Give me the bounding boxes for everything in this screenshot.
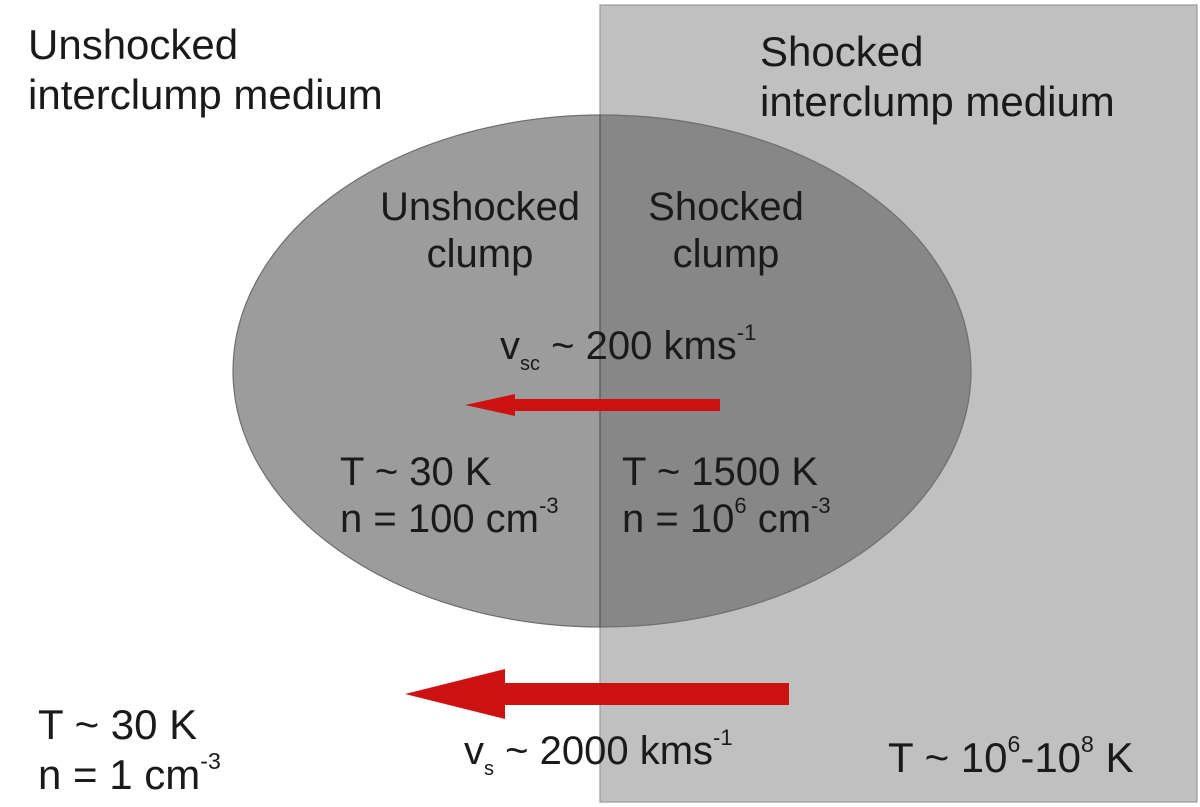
shocked-interclump-temp-prefix: T ~ 10 xyxy=(888,734,1008,781)
unshocked-clump-conditions: T ~ 30 K n = 100 cm-3 xyxy=(340,449,559,548)
shocked-clump-conditions: T ~ 1500 K n = 106 cm-3 xyxy=(622,449,831,548)
clump-shock-velocity: vsc ~ 200 kms-1 xyxy=(500,320,757,377)
interclump-shock-velocity: vs ~ 2000 kms-1 xyxy=(464,725,733,782)
shocked-interclump-temp-power-low: 6 xyxy=(1007,731,1021,758)
shocked-interclump-line2: interclump medium xyxy=(760,78,1115,125)
unshocked-interclump-line1: Unshocked xyxy=(28,21,239,68)
unshocked-clump-half xyxy=(233,115,600,627)
clump-shock-velocity-value: ~ 200 kms xyxy=(551,324,737,368)
shocked-interclump-line1: Shocked xyxy=(760,28,924,75)
shocked-clump-line1: Shocked xyxy=(648,185,804,229)
interclump-shock-velocity-subscript: s xyxy=(484,758,494,780)
interclump-shock-velocity-value: ~ 2000 kms xyxy=(505,729,714,773)
shocked-interclump-temp-dash: -10 xyxy=(1020,734,1082,781)
shocked-clump-half xyxy=(600,115,971,627)
shocked-interclump-temp-power-high: 8 xyxy=(1081,731,1094,758)
unshocked-clump-temperature: T ~ 30 K xyxy=(340,450,492,494)
interclump-shock-arrow xyxy=(405,669,789,719)
unshocked-clump-label: Unshocked clump xyxy=(368,184,592,278)
shocked-clump-density-unit: cm xyxy=(746,497,812,541)
shocked-clump-density-exponent: -3 xyxy=(811,493,831,519)
unshocked-interclump-label: Unshocked interclump medium xyxy=(28,20,383,120)
shocked-interclump-label: Shocked interclump medium xyxy=(760,27,1115,127)
unshocked-clump-line1: Unshocked xyxy=(379,185,581,229)
unshocked-clump-line2: clump xyxy=(426,232,534,276)
clump-outline xyxy=(232,114,972,628)
shocked-clump-density: n = 106 cm-3 xyxy=(622,493,831,548)
unshocked-clump-density-exponent: -3 xyxy=(539,493,559,519)
unshocked-clump-density-text: n = 100 cm xyxy=(340,497,540,541)
unshocked-interclump-density-exponent: -3 xyxy=(200,748,221,775)
clump-shock-velocity-symbol: v xyxy=(500,324,520,368)
clump-shock-velocity-subscript: sc xyxy=(520,353,540,375)
unshocked-clump-density: n = 100 cm-3 xyxy=(340,493,559,548)
clump-shock-velocity-exponent: -1 xyxy=(736,320,757,346)
shocked-clump-density-prefix: n = 10 xyxy=(622,497,735,541)
unshocked-interclump-density-text: n = 1 cm xyxy=(38,751,201,798)
unshocked-interclump-density: n = 1 cm-3 xyxy=(38,748,221,806)
shocked-clump-density-power: 6 xyxy=(734,493,747,519)
shocked-interclump-temperature: T ~ 106-108 K xyxy=(888,731,1134,789)
interclump-shock-velocity-symbol: v xyxy=(464,729,484,773)
shocked-clump-label: Shocked clump xyxy=(630,184,822,278)
shocked-interclump-temp-unit: K xyxy=(1093,734,1134,781)
unshocked-interclump-line2: interclump medium xyxy=(28,71,383,118)
clump-shock-arrow xyxy=(465,394,720,416)
unshocked-interclump-temperature: T ~ 30 K xyxy=(38,701,198,748)
unshocked-interclump-conditions: T ~ 30 K n = 1 cm-3 xyxy=(38,700,221,806)
shocked-clump-temperature: T ~ 1500 K xyxy=(622,450,819,494)
shocked-clump-line2: clump xyxy=(672,232,780,276)
interclump-shock-velocity-exponent: -1 xyxy=(713,725,733,751)
